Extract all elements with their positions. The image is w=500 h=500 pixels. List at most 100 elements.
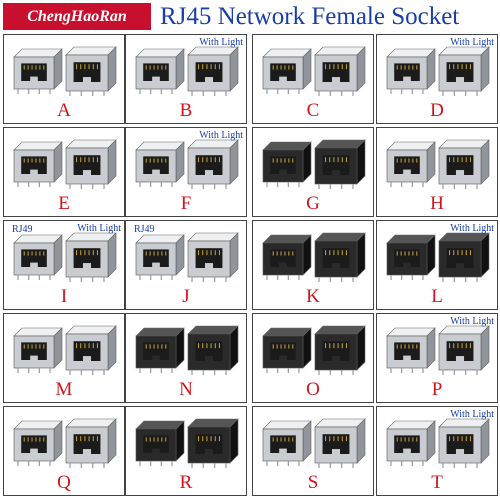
product-letter: K bbox=[306, 286, 320, 307]
product-letter: L bbox=[431, 286, 443, 307]
connector-right bbox=[187, 418, 239, 468]
product-letter: F bbox=[180, 193, 192, 214]
connector-illustration bbox=[135, 139, 239, 189]
connector-right bbox=[314, 232, 366, 282]
connector-illustration bbox=[386, 46, 490, 96]
connector-illustration bbox=[135, 418, 239, 468]
with-light-tag: With Light bbox=[450, 409, 494, 420]
product-cell-k: K bbox=[252, 220, 374, 310]
product-letter: J bbox=[182, 286, 190, 307]
connector-illustration bbox=[386, 232, 490, 282]
connector-left bbox=[262, 141, 312, 187]
connector-illustration bbox=[262, 139, 366, 189]
connector-left bbox=[135, 141, 185, 187]
connector-illustration bbox=[135, 46, 239, 96]
connector-right bbox=[187, 232, 239, 282]
product-letter: T bbox=[431, 472, 443, 493]
connector-right bbox=[314, 418, 366, 468]
with-light-tag: With Light bbox=[199, 130, 243, 141]
product-cell-s: S bbox=[252, 406, 374, 496]
page-title: RJ45 Network Female Socket bbox=[160, 3, 460, 30]
product-cell-m: M bbox=[3, 313, 125, 403]
rj49-tag: RJ49 bbox=[134, 224, 155, 235]
connector-right bbox=[314, 46, 366, 96]
with-light-tag: With Light bbox=[450, 223, 494, 234]
header: ChengHaoRan RJ45 Network Female Socket bbox=[0, 0, 500, 36]
connector-right bbox=[314, 139, 366, 189]
product-letter: R bbox=[179, 472, 193, 493]
product-letter: N bbox=[179, 379, 193, 400]
connector-illustration bbox=[386, 418, 490, 468]
connector-left bbox=[135, 234, 185, 280]
product-letter: E bbox=[58, 193, 70, 214]
connector-left bbox=[386, 420, 436, 466]
product-letter: D bbox=[430, 100, 444, 121]
product-cell-q: Q bbox=[3, 406, 125, 496]
with-light-tag: With Light bbox=[450, 316, 494, 327]
connector-left bbox=[262, 327, 312, 373]
product-letter: S bbox=[307, 472, 319, 493]
product-cell-h: H bbox=[376, 127, 498, 217]
product-letter: H bbox=[430, 193, 444, 214]
product-letter: A bbox=[57, 100, 71, 121]
connector-right bbox=[438, 232, 490, 282]
brand-logo: ChengHaoRan bbox=[3, 3, 151, 30]
connector-right bbox=[438, 325, 490, 375]
connector-right bbox=[438, 46, 490, 96]
connector-illustration bbox=[386, 139, 490, 189]
connector-right bbox=[187, 46, 239, 96]
connector-right bbox=[65, 418, 117, 468]
connector-left bbox=[13, 327, 63, 373]
connector-left bbox=[135, 48, 185, 94]
connector-illustration bbox=[262, 46, 366, 96]
connector-right bbox=[314, 325, 366, 375]
connector-right bbox=[65, 139, 117, 189]
connector-left bbox=[13, 141, 63, 187]
product-letter: C bbox=[306, 100, 320, 121]
product-letter: M bbox=[55, 379, 73, 400]
connector-right bbox=[187, 139, 239, 189]
connector-left bbox=[135, 327, 185, 373]
connector-illustration bbox=[135, 232, 239, 282]
product-letter: B bbox=[179, 100, 193, 121]
connector-right bbox=[65, 325, 117, 375]
rj49-tag: RJ49 bbox=[12, 224, 33, 235]
connector-illustration bbox=[135, 325, 239, 375]
connector-left bbox=[386, 327, 436, 373]
connector-left bbox=[386, 48, 436, 94]
product-cell-r: R bbox=[125, 406, 247, 496]
connector-illustration bbox=[262, 232, 366, 282]
with-light-tag: With Light bbox=[199, 37, 243, 48]
connector-right bbox=[438, 418, 490, 468]
connector-illustration bbox=[13, 46, 117, 96]
connector-left bbox=[262, 420, 312, 466]
connector-illustration bbox=[13, 325, 117, 375]
product-cell-a: A bbox=[3, 34, 125, 124]
connector-illustration bbox=[13, 418, 117, 468]
connector-right bbox=[187, 325, 239, 375]
product-letter: P bbox=[431, 379, 443, 400]
connector-left bbox=[262, 48, 312, 94]
connector-illustration bbox=[262, 325, 366, 375]
product-cell-n: N bbox=[125, 313, 247, 403]
product-letter: O bbox=[306, 379, 320, 400]
connector-left bbox=[386, 234, 436, 280]
with-light-tag: With Light bbox=[450, 37, 494, 48]
connector-illustration bbox=[13, 232, 117, 282]
connector-right bbox=[438, 139, 490, 189]
product-letter: Q bbox=[57, 472, 71, 493]
product-cell-e: E bbox=[3, 127, 125, 217]
connector-illustration bbox=[262, 418, 366, 468]
product-letter: G bbox=[306, 193, 320, 214]
connector-illustration bbox=[386, 325, 490, 375]
